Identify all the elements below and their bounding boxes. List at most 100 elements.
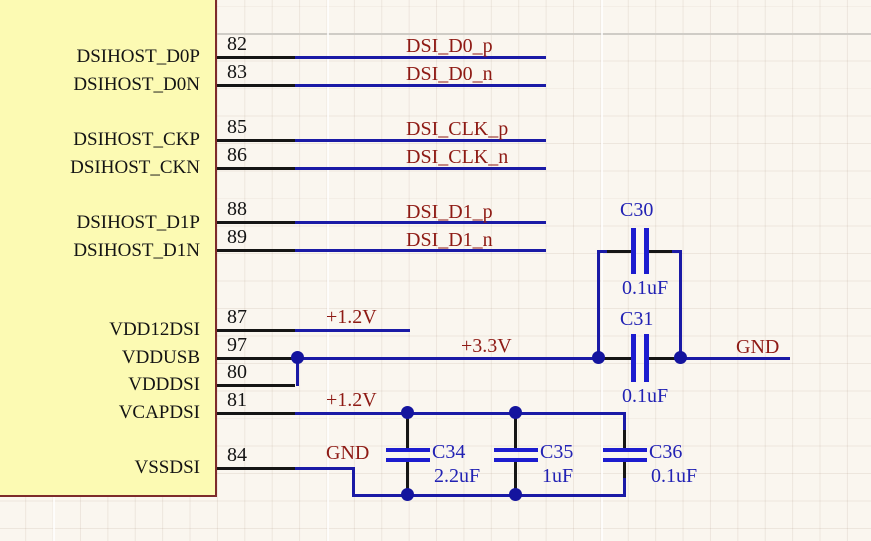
c31-lead-left	[600, 357, 631, 360]
wire-dsi-d1-n[interactable]	[295, 249, 546, 252]
net-label-1v2-b[interactable]: +1.2V	[326, 389, 377, 411]
junction-dot	[509, 406, 522, 419]
net-label-dsi-d0-n[interactable]: DSI_D0_n	[406, 63, 493, 85]
pin-number-83: 83	[227, 61, 247, 83]
pin-line-87[interactable]	[217, 329, 295, 332]
pin-name-vddusb: VDDUSB	[121, 347, 200, 368]
c31-lead-right	[649, 357, 680, 360]
net-label-dsi-d1-n[interactable]: DSI_D1_n	[406, 229, 493, 251]
c34-plate	[386, 448, 430, 452]
c34-plate	[386, 458, 430, 462]
net-label-1v2-a[interactable]: +1.2V	[326, 306, 377, 328]
pin-line-97[interactable]	[217, 357, 295, 360]
wire-c30-left-leg[interactable]	[597, 250, 600, 359]
pin-name-dsihost-ckp: DSIHOST_CKP	[73, 129, 200, 150]
pin-line-89[interactable]	[217, 249, 295, 252]
pin-number-89: 89	[227, 226, 247, 248]
pin-name-vdddsi: VDDDSI	[128, 374, 200, 395]
c35-lead-bottom	[514, 462, 517, 494]
c31-designator: C31	[620, 308, 654, 330]
pin-name-vssdsi: VSSDSI	[134, 457, 200, 478]
wire-dsi-clk-p[interactable]	[295, 139, 546, 142]
wire-vssdsi[interactable]	[295, 467, 355, 470]
c34-lead-top	[406, 415, 409, 448]
pin-name-vdd12dsi: VDD12DSI	[109, 319, 200, 340]
net-label-dsi-clk-n[interactable]: DSI_CLK_n	[406, 146, 509, 168]
pin-number-81: 81	[227, 389, 247, 411]
pin-line-80[interactable]	[217, 384, 295, 387]
pin-number-87: 87	[227, 306, 247, 328]
wire-dsi-clk-n[interactable]	[295, 167, 546, 170]
pin-number-84: 84	[227, 444, 247, 466]
junction-dot	[674, 351, 687, 364]
wire-c30-top-left[interactable]	[597, 250, 609, 253]
junction-dot	[401, 406, 414, 419]
wire-vdddsi-riser[interactable]	[296, 357, 299, 386]
wire-1v2-vdd12dsi[interactable]	[295, 329, 410, 332]
wire-dsi-d0-n[interactable]	[295, 84, 546, 87]
c35-value: 1uF	[542, 465, 574, 487]
c30-lead-right	[648, 250, 672, 253]
pin-line-84[interactable]	[217, 467, 295, 470]
junction-dot	[401, 488, 414, 501]
pin-line-85[interactable]	[217, 139, 295, 142]
pin-number-80: 80	[227, 361, 247, 383]
pin-line-83[interactable]	[217, 84, 295, 87]
c36-designator: C36	[649, 441, 683, 463]
c34-value: 2.2uF	[434, 465, 481, 487]
net-label-gnd-left[interactable]: GND	[326, 442, 370, 464]
component-body[interactable]	[0, 0, 217, 497]
wire-vssdsi-drop[interactable]	[352, 467, 355, 496]
c35-plate	[494, 448, 538, 452]
pin-name-dsihost-d0n: DSIHOST_D0N	[73, 74, 200, 95]
c34-designator: C34	[432, 441, 466, 463]
c35-plate	[494, 458, 538, 462]
pin-number-86: 86	[227, 144, 247, 166]
net-label-dsi-d0-p[interactable]: DSI_D0_p	[406, 35, 493, 57]
net-label-dsi-clk-p[interactable]: DSI_CLK_p	[406, 118, 509, 140]
pin-number-82: 82	[227, 33, 247, 55]
pin-number-97: 97	[227, 334, 247, 356]
c30-value: 0.1uF	[622, 277, 669, 299]
c30-lead-left	[607, 250, 632, 253]
wire-gnd-right[interactable]	[680, 357, 790, 360]
wire-c30-right-leg[interactable]	[679, 250, 682, 359]
net-label-dsi-d1-p[interactable]: DSI_D1_p	[406, 201, 493, 223]
c36-plate	[603, 448, 647, 452]
c31-value: 0.1uF	[622, 385, 669, 407]
wire-dsi-d0-p[interactable]	[295, 56, 546, 59]
c36-lead-top	[623, 430, 626, 448]
net-label-3v3[interactable]: +3.3V	[461, 335, 512, 357]
c35-lead-top	[514, 415, 517, 448]
grid-major-vertical	[601, 0, 603, 541]
c35-designator: C35	[540, 441, 574, 463]
c30-designator: C30	[620, 199, 654, 221]
pin-name-dsihost-d1p: DSIHOST_D1P	[76, 212, 200, 233]
wire-c30-top-right[interactable]	[670, 250, 682, 253]
pin-line-82[interactable]	[217, 56, 295, 59]
wire-gnd-rail[interactable]	[352, 494, 625, 497]
pin-line-88[interactable]	[217, 221, 295, 224]
wire-3v3-left[interactable]	[295, 357, 600, 360]
c31-plate	[631, 334, 636, 382]
c36-plate	[603, 458, 647, 462]
wire-1v2-vcapdsi[interactable]	[295, 412, 625, 415]
c30-plate	[644, 228, 649, 274]
c36-wire-top	[623, 412, 626, 432]
pin-number-88: 88	[227, 198, 247, 220]
net-label-gnd-right[interactable]: GND	[736, 336, 780, 358]
grid-major-horizontal	[0, 33, 871, 35]
pin-name-dsihost-ckn: DSIHOST_CKN	[70, 157, 200, 178]
c36-value: 0.1uF	[651, 465, 698, 487]
pin-name-vcapdsi: VCAPDSI	[118, 402, 200, 423]
pin-line-86[interactable]	[217, 167, 295, 170]
pin-line-81[interactable]	[217, 412, 295, 415]
c30-plate	[631, 228, 636, 274]
junction-dot	[592, 351, 605, 364]
pin-name-dsihost-d0p: DSIHOST_D0P	[76, 46, 200, 67]
c31-plate	[644, 334, 649, 382]
junction-dot	[509, 488, 522, 501]
grid-major-vertical	[327, 0, 329, 541]
wire-dsi-d1-p[interactable]	[295, 221, 546, 224]
